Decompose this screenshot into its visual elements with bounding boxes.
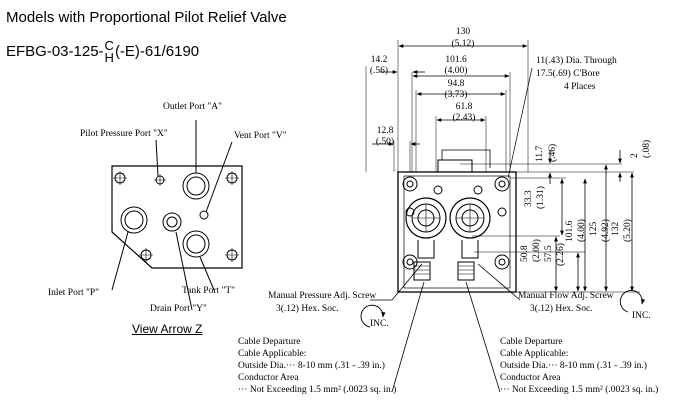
leader-inlet	[111, 231, 129, 291]
page-title: Models with Proportional Pilot Relief Va…	[6, 9, 287, 26]
pilot-port-x-icon	[154, 174, 166, 186]
drain-port-label: Drain Port "Y"	[150, 304, 207, 314]
front-view	[397, 149, 640, 293]
dim-101-6: 101.6	[445, 55, 467, 65]
leader-vent	[205, 141, 233, 213]
dim-101-6-vert-in: (4.00)	[577, 219, 587, 242]
dim-132: 132	[611, 221, 621, 236]
outlet-port-label: Outlet Port "A"	[163, 102, 222, 112]
hole-note-line1: 11(.43) Dia. Through	[536, 56, 617, 66]
model-suffix: (-E)-61/6190	[114, 42, 200, 60]
bolt-icon	[494, 176, 510, 192]
dim-61-8: 61.8	[455, 102, 473, 112]
bolt-hole-icon	[225, 171, 239, 185]
leader-tank	[199, 256, 215, 291]
cable-right-applicable: Cable Applicable:	[500, 349, 569, 359]
leader-pilot	[155, 139, 159, 177]
pressure-inc-label: INC.	[370, 319, 389, 329]
bolt-hole-icon	[139, 248, 153, 262]
tank-port-label: Tank Port "T"	[182, 286, 236, 296]
dim-57-5-in: (2.26)	[556, 243, 566, 266]
pilot-port-label: Pilot Pressure Port "X"	[80, 129, 168, 139]
cable-gland-left-icon	[413, 261, 431, 281]
cable-right-title: Cable Departure	[500, 337, 563, 347]
bolt-icon	[402, 176, 418, 192]
dim-33-3-in: (1.31)	[536, 186, 546, 209]
flow-inc-label: INC.	[632, 311, 651, 321]
dim-50-8: 50.8	[520, 245, 530, 262]
hole-note-line3: 4 Places	[564, 82, 596, 92]
dim-130-in: (5.12)	[451, 39, 475, 49]
inlet-port-label: Inlet Port "P"	[48, 288, 100, 298]
model-prefix: EFBG-03-125-	[6, 42, 104, 60]
tank-port-t-icon	[182, 230, 210, 258]
dim-130: 130	[455, 27, 471, 37]
dim-125: 125	[589, 221, 599, 236]
cable-left-area: Conductor Area	[238, 373, 299, 383]
dim-94-8: 94.8	[447, 79, 465, 89]
dim-14-2-in: (.56)	[369, 66, 389, 76]
drain-port-y-icon	[162, 212, 182, 232]
dim-11-7-in: (.46)	[539, 144, 558, 162]
model-option-h: H	[104, 50, 114, 65]
cable-left-limit: ··· Not Exceeding 1.5 mm² (.0023 sq. in.…	[238, 385, 397, 395]
dim-101-6-in: (4.00)	[444, 66, 468, 76]
pressure-screw-label: Manual Pressure Adj. Screw	[268, 291, 377, 301]
dim-50-8-in: (2.00)	[532, 239, 542, 262]
cable-right-dia: Outside Dia.··· 8-10 mm (.31 - .39 in.)	[500, 361, 647, 371]
model-option-c: C	[104, 38, 114, 53]
dimension-lines-right	[548, 150, 634, 292]
dim-33-3: 33.3	[524, 190, 534, 207]
outlet-port-a-icon	[182, 172, 210, 200]
leader-drain	[175, 231, 193, 311]
hole-note-line2: 17.5(.69) C'Bore	[536, 69, 600, 79]
vent-port-v-icon	[199, 210, 209, 220]
dim-57-5: 57.5	[544, 245, 554, 262]
dim-11-7-in-text: (.46)	[548, 143, 558, 162]
dim-94-8-in: (3.73)	[444, 90, 468, 100]
flow-connector-icon	[449, 197, 491, 239]
pressure-screw-spec: 3(.12) Hex. Soc.	[276, 304, 339, 314]
cable-left-dia: Outside Dia.··· 8-10 mm (.31 - .39 in.)	[238, 361, 385, 371]
dim-61-8-in: (2.43)	[452, 113, 476, 123]
bolt-hole-icon	[225, 248, 239, 262]
dim-132-in: (5.20)	[623, 219, 633, 242]
pressure-connector-icon	[405, 197, 447, 239]
cable-left-title: Cable Departure	[238, 337, 301, 347]
bolt-icon	[494, 254, 510, 270]
cable-left-applicable: Cable Applicable:	[238, 349, 307, 359]
vent-port-label: Vent Port "V"	[234, 131, 287, 141]
inc-rotation-icon	[360, 290, 646, 328]
bolt-hole-icon	[113, 171, 127, 185]
bolt-icon	[405, 185, 507, 217]
flow-screw-spec: 3(.12) Hex. Soc.	[530, 304, 593, 314]
view-arrow-label: View Arrow Z	[132, 322, 203, 336]
cable-right-limit: ··· Not Exceeding 1.5 mm² (.0023 sq. in.…	[500, 385, 659, 395]
dim-12-8: 12.8	[376, 126, 394, 136]
leaders-lower	[370, 263, 521, 393]
dimension-lines-top	[365, 40, 533, 179]
dim-101-6-vert: 101.6	[565, 220, 575, 242]
dim-2: 2	[630, 153, 640, 158]
flow-screw-label: Manual Flow Adj. Screw	[518, 291, 614, 301]
dim-14-2: 14.2	[370, 55, 388, 65]
dim-2-in: (.08)	[642, 139, 652, 158]
cable-gland-right-icon	[457, 261, 475, 281]
dim-12-8-in: (.50)	[375, 137, 395, 147]
cable-right-area: Conductor Area	[500, 373, 561, 383]
bottom-view	[111, 120, 243, 311]
inlet-port-p-icon	[120, 206, 148, 234]
